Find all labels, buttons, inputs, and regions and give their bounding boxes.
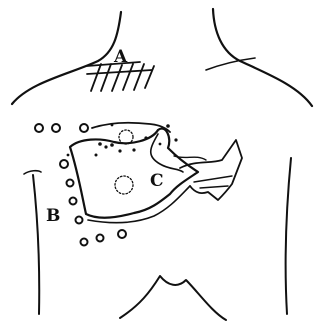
- ring-nodule: [97, 235, 104, 242]
- ring-nodule: [67, 180, 74, 187]
- label-b: B: [46, 206, 60, 226]
- ring-nodule: [52, 124, 60, 132]
- ring-nodule: [118, 230, 126, 238]
- ring-nodule: [80, 124, 88, 132]
- ring-nodule: [76, 217, 83, 224]
- ring-nodule: [70, 198, 77, 205]
- lesion-c-streak-2: [200, 186, 228, 188]
- lesion-c-right-extension: [180, 140, 242, 200]
- label-a: A: [113, 47, 128, 67]
- lesion-c-streak-1: [194, 176, 232, 182]
- lesion-c-inner-edge: [151, 134, 183, 172]
- ring-nodule: [35, 124, 43, 132]
- neck-left-line: [12, 12, 121, 104]
- lesion-c-outer-border: [70, 129, 198, 218]
- dotted-nodules: [115, 130, 133, 194]
- label-c: C: [150, 171, 164, 191]
- neck-right-line: [213, 9, 312, 106]
- abdomen-line: [120, 276, 226, 320]
- left-arm-line: [33, 175, 39, 314]
- left-armpit-line: [24, 171, 41, 174]
- right-arm-line: [286, 158, 291, 314]
- dotted-nodule: [115, 176, 133, 194]
- ring-nodule: [60, 160, 68, 168]
- ring-nodule: [81, 239, 88, 246]
- dotted-nodule: [119, 130, 133, 144]
